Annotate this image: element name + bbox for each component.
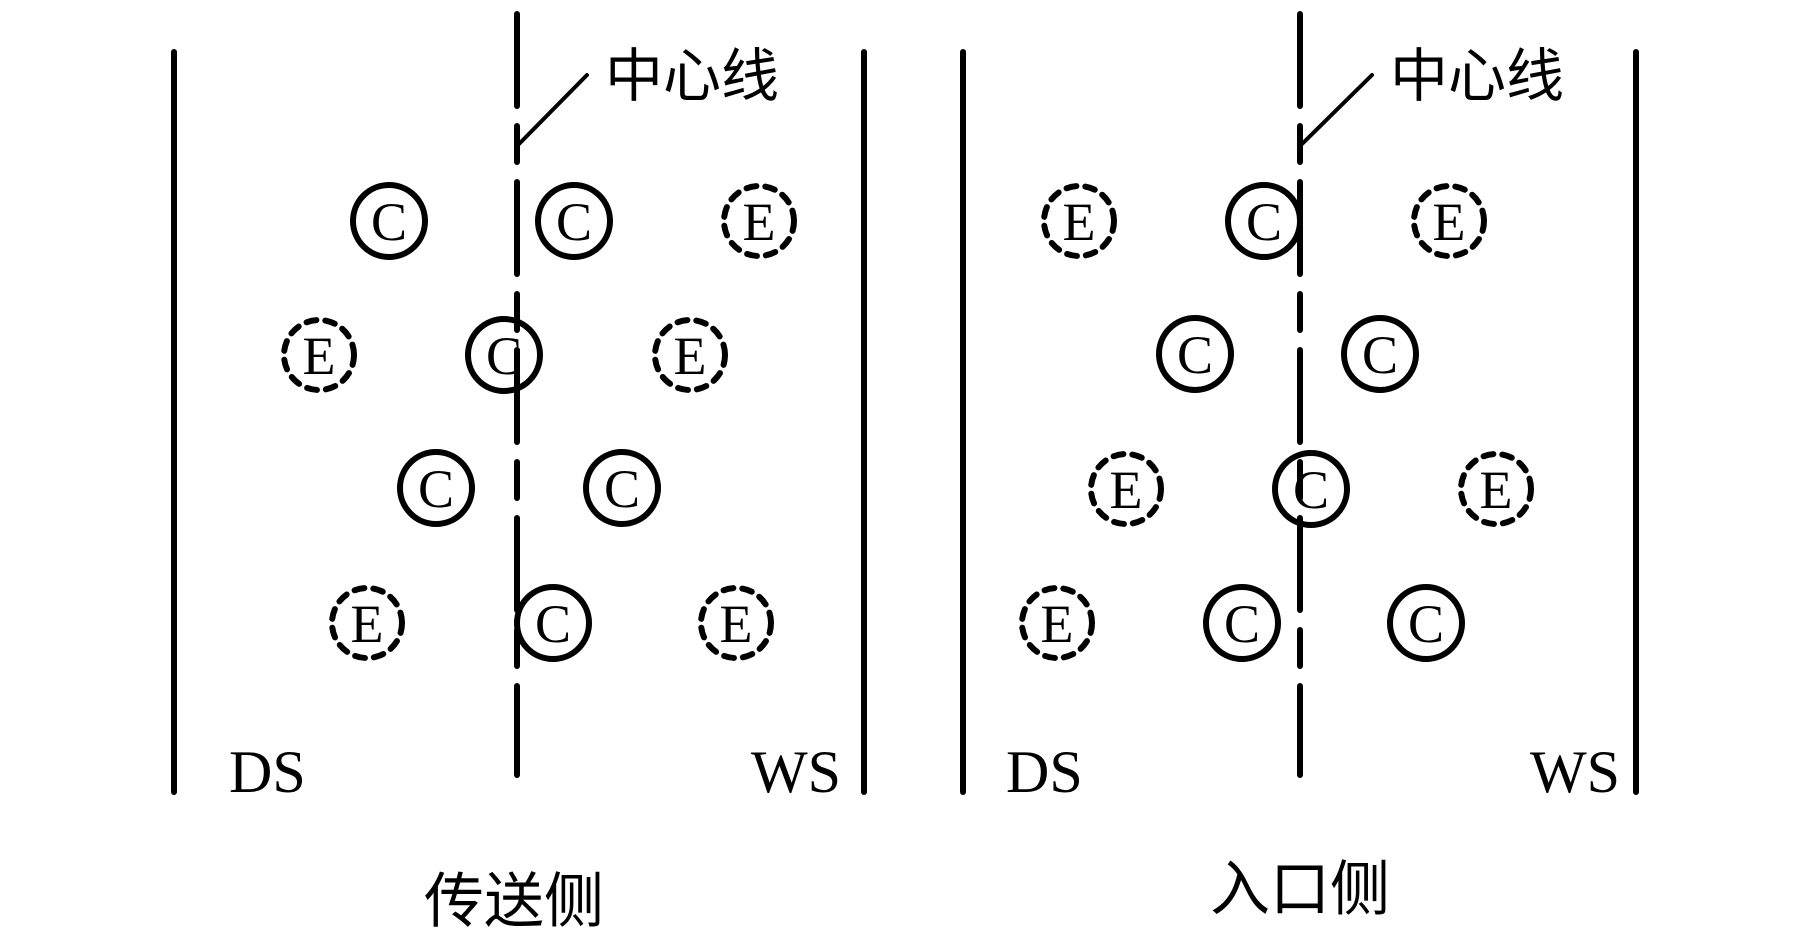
ws-label: WS xyxy=(1530,739,1620,805)
roll-e: E xyxy=(329,585,405,661)
roll-letter: E xyxy=(1480,460,1513,520)
roll-e: E xyxy=(721,183,797,259)
roll-letter: C xyxy=(1362,325,1398,385)
roll-c: C xyxy=(1272,450,1350,528)
panel-caption: 入口侧 xyxy=(1210,855,1390,925)
dashed-circle xyxy=(281,317,357,393)
solid-circle xyxy=(1272,450,1350,528)
solid-circle xyxy=(1387,584,1465,662)
centerline-label: 中心线 xyxy=(1390,42,1564,110)
dashed-circle xyxy=(1019,585,1095,661)
dashed-circle xyxy=(1088,451,1164,527)
solid-circle xyxy=(1203,584,1281,662)
roll-c: C xyxy=(514,584,592,662)
roll-letter: C xyxy=(1293,460,1329,520)
roll-e: E xyxy=(1041,183,1117,259)
solid-circle xyxy=(397,449,475,527)
roll-c: C xyxy=(397,449,475,527)
roll-letter: C xyxy=(486,326,522,386)
roll-letter: C xyxy=(418,459,454,519)
roll-e: E xyxy=(1019,585,1095,661)
roll-e: E xyxy=(652,317,728,393)
roll-letter: E xyxy=(674,326,707,386)
dashed-circle xyxy=(329,585,405,661)
panel-transfer-side: 中心线 C C E E C E C C E C E DS WS 传送侧 xyxy=(171,11,867,937)
centerline-label: 中心线 xyxy=(605,42,779,110)
solid-circle xyxy=(465,316,543,394)
dashed-circle xyxy=(1411,183,1487,259)
roll-letter: C xyxy=(604,459,640,519)
solid-circle xyxy=(535,182,613,260)
roll-letter: E xyxy=(720,594,753,654)
panel-entry-side: 中心线 E C E C C E C E E C C DS WS 入口侧 xyxy=(960,11,1639,925)
dashed-circle xyxy=(652,317,728,393)
dashed-circle xyxy=(698,585,774,661)
roll-c: C xyxy=(1341,315,1419,393)
solid-circle xyxy=(1156,315,1234,393)
roll-c: C xyxy=(1156,315,1234,393)
roll-letter: E xyxy=(1063,192,1096,252)
roll-e: E xyxy=(281,317,357,393)
dashed-circle xyxy=(1041,183,1117,259)
roll-c: C xyxy=(1387,584,1465,662)
ds-label: DS xyxy=(1006,739,1083,805)
roll-letter: E xyxy=(743,192,776,252)
dashed-circle xyxy=(1458,451,1534,527)
roll-e: E xyxy=(1411,183,1487,259)
centerline-leader xyxy=(516,73,589,147)
roll-letter: C xyxy=(371,192,407,252)
roll-c: C xyxy=(583,449,661,527)
roll-letter: C xyxy=(535,594,571,654)
roll-letter: C xyxy=(556,192,592,252)
roll-letter: C xyxy=(1408,594,1444,654)
roll-c: C xyxy=(1225,182,1303,260)
roll-letter: C xyxy=(1224,594,1260,654)
solid-circle xyxy=(514,584,592,662)
solid-circle xyxy=(1341,315,1419,393)
solid-circle xyxy=(350,182,428,260)
roll-letter: E xyxy=(351,594,384,654)
roll-e: E xyxy=(1088,451,1164,527)
roll-letter: C xyxy=(1177,325,1213,385)
ws-label: WS xyxy=(751,739,841,805)
centerline-leader xyxy=(1299,73,1374,147)
solid-circle xyxy=(583,449,661,527)
roll-letter: E xyxy=(1110,460,1143,520)
solid-circle xyxy=(1225,182,1303,260)
ds-label: DS xyxy=(229,739,306,805)
roll-c: C xyxy=(465,316,543,394)
roll-letter: E xyxy=(1041,594,1074,654)
panel-caption: 传送侧 xyxy=(424,867,604,937)
roll-c: C xyxy=(350,182,428,260)
roll-letter: C xyxy=(1246,192,1282,252)
roll-e: E xyxy=(1458,451,1534,527)
roll-c: C xyxy=(535,182,613,260)
roll-e: E xyxy=(698,585,774,661)
dashed-circle xyxy=(721,183,797,259)
roll-letter: E xyxy=(303,326,336,386)
roll-letter: E xyxy=(1433,192,1466,252)
roll-c: C xyxy=(1203,584,1281,662)
